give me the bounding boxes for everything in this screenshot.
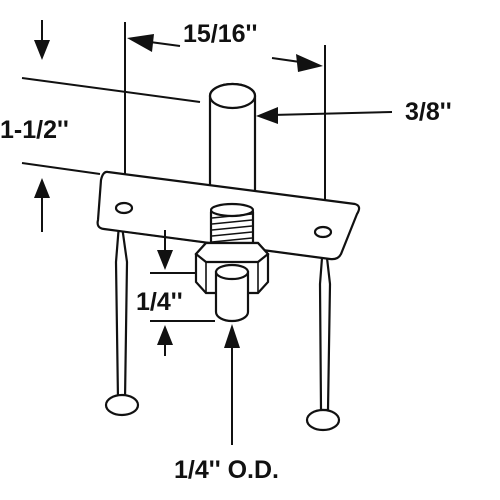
height-extension-top	[21, 77, 201, 103]
nail-left	[104, 211, 140, 417]
width-arrow-left-icon	[127, 34, 154, 52]
pin-diameter-label: 3/8''	[405, 98, 452, 126]
thread-lines	[211, 213, 253, 243]
tip-od-label: 1/4'' O.D.	[174, 456, 279, 484]
pin-diameter-arrow-icon	[256, 107, 278, 124]
tip-top	[214, 263, 250, 281]
nail-left-shank	[114, 211, 129, 402]
nut-top-face	[194, 241, 270, 264]
width-dim-line-left	[149, 41, 181, 47]
height-arrow-bottom-icon	[34, 178, 50, 198]
tip-od-callout: 1/4'' O.D.	[174, 324, 279, 484]
plate-hole-right	[313, 225, 333, 239]
tip-od-arrow-icon	[224, 324, 240, 348]
thread-arrow-bottom-icon	[157, 325, 173, 345]
plate-hole-left	[114, 201, 134, 215]
width-arrow-right-icon	[296, 54, 323, 72]
upper-pin	[208, 82, 257, 206]
width-label: 15/16''	[183, 20, 257, 48]
height-label: 1-1/2''	[0, 116, 69, 144]
height-dimension: 1-1/2''	[0, 20, 201, 232]
width-dimension: 15/16''	[124, 20, 326, 210]
nail-right	[305, 231, 341, 432]
nail-left-head	[104, 393, 140, 417]
threaded-stud	[209, 202, 255, 250]
thread-arrow-top-icon	[157, 250, 173, 270]
nail-right-head	[305, 408, 341, 432]
width-dim-line-right	[271, 57, 301, 63]
bottom-tip	[214, 263, 250, 323]
upper-pin-top	[208, 82, 257, 110]
thread-height-label: 1/4''	[136, 288, 183, 316]
tip-body	[214, 270, 250, 323]
height-extension-bottom	[21, 162, 101, 175]
height-arrow-top-icon	[34, 40, 50, 60]
thread-height-dimension: 1/4''	[136, 230, 215, 356]
pin-diameter-leader	[271, 111, 393, 116]
pin-diameter-callout: 3/8''	[256, 98, 452, 126]
